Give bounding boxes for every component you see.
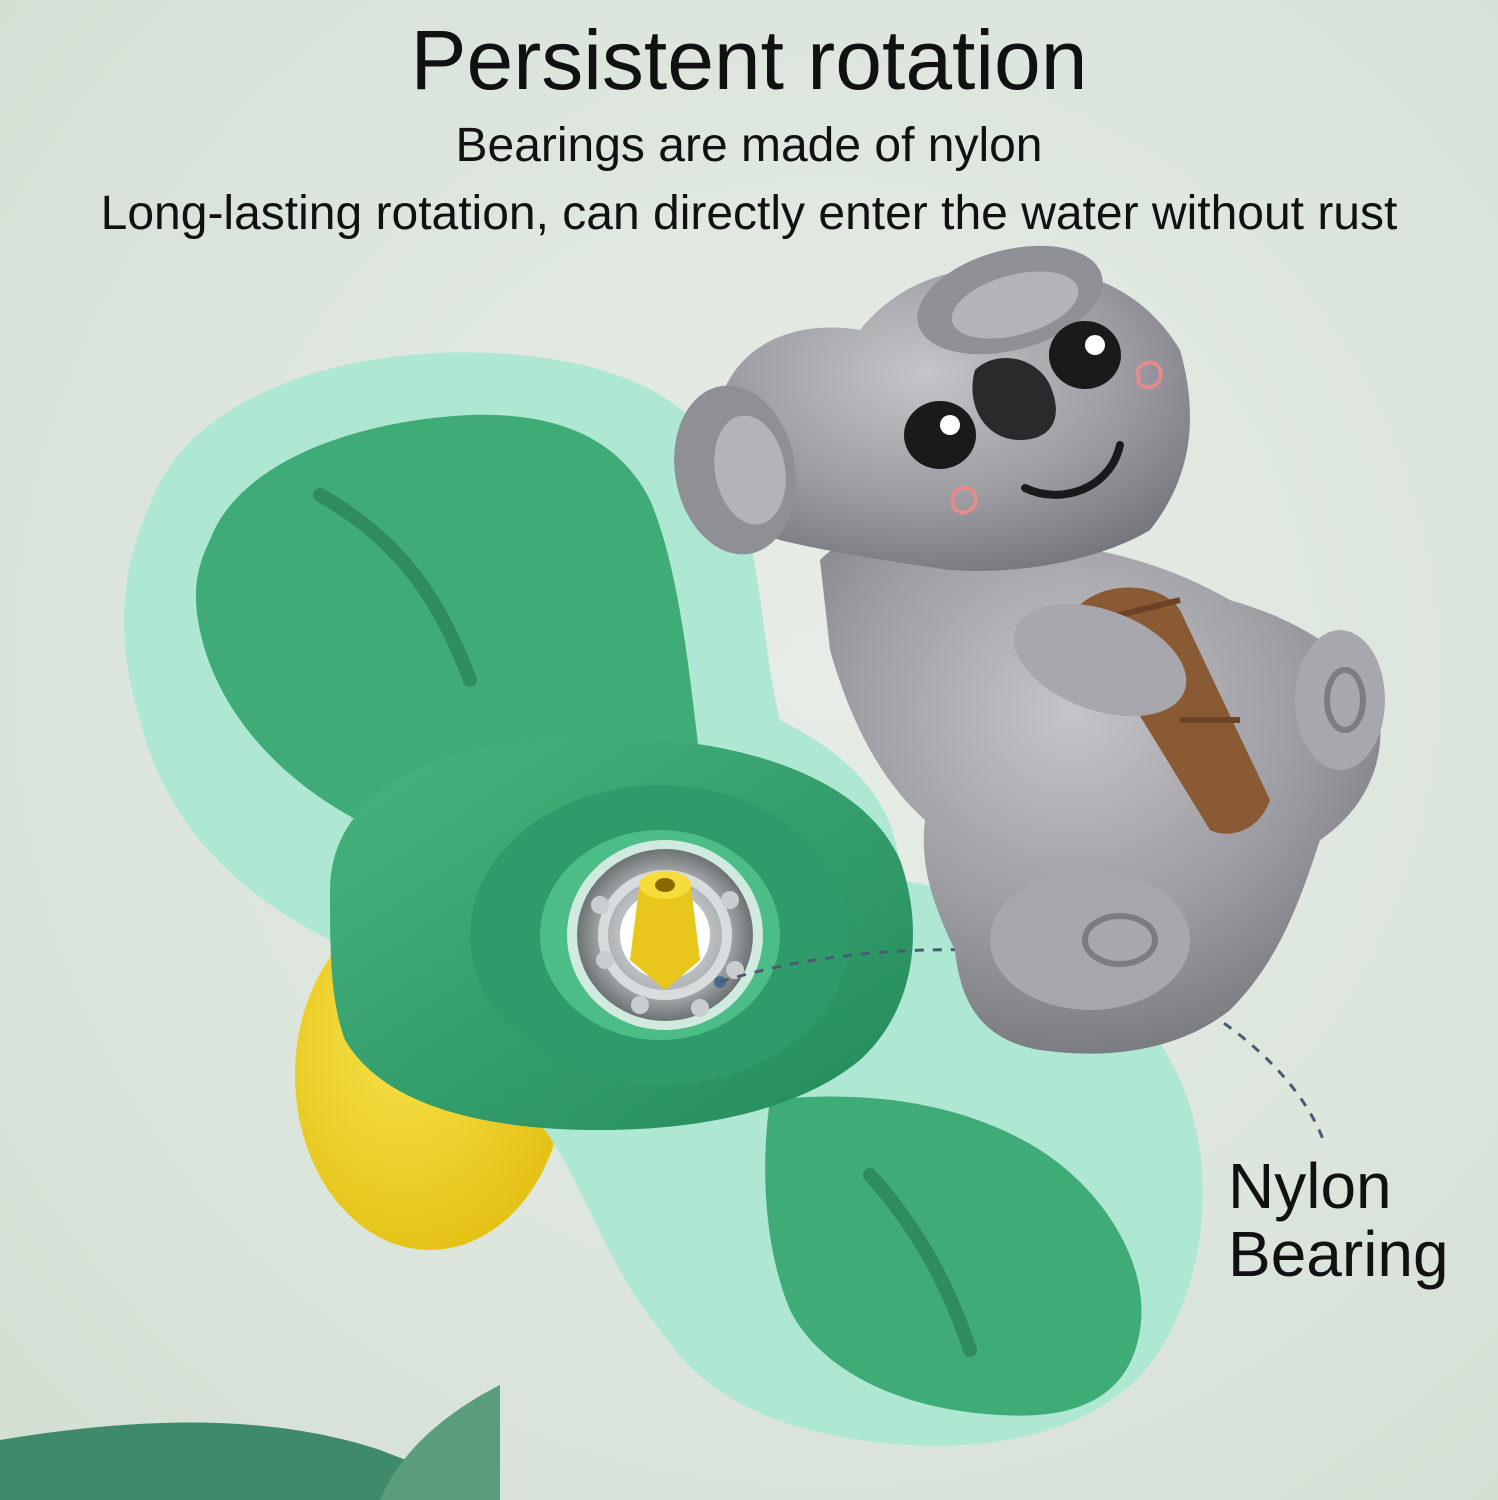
- nylon-bearing: [567, 840, 763, 1030]
- koala-figure: [674, 245, 1385, 1054]
- bottom-blade-inner: [765, 1096, 1142, 1416]
- koala-right-eye: [1049, 321, 1121, 389]
- nylon-bearing-label: Nylon Bearing: [1228, 1152, 1468, 1288]
- callout-line-1: Nylon: [1228, 1150, 1392, 1222]
- koala-left-eye: [904, 401, 976, 469]
- leaf-tail-shape: [0, 1385, 500, 1500]
- page-title: Persistent rotation: [410, 13, 1088, 107]
- callout-line-2: Bearing: [1228, 1218, 1449, 1290]
- subtitle-line-2: Long-lasting rotation, can directly ente…: [100, 187, 1398, 240]
- subtitle-line-1: Bearings are made of nylon: [455, 119, 1043, 172]
